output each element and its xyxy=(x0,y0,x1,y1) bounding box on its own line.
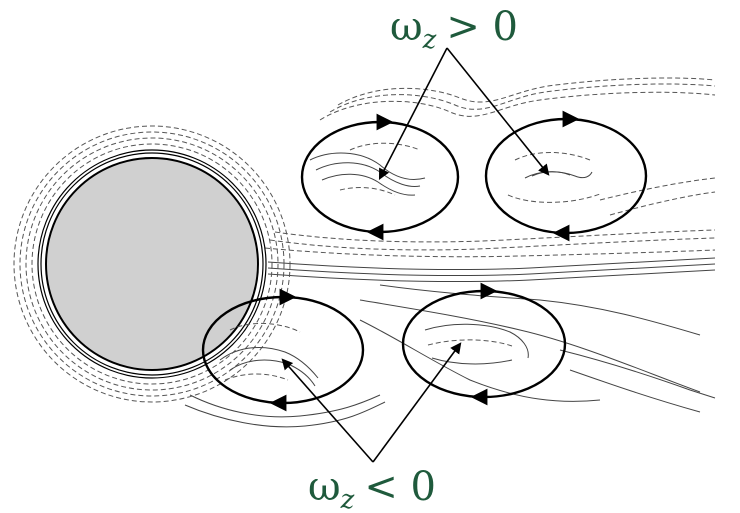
cylinder xyxy=(13,125,291,403)
label-positive-vorticity: ωz > 0 xyxy=(390,4,518,55)
omega-symbol: ω xyxy=(308,464,341,510)
omega-subscript: z xyxy=(340,485,355,513)
pointer-lines-top xyxy=(378,47,550,180)
flow-contours xyxy=(184,77,716,428)
omega-symbol: ω xyxy=(390,4,423,50)
vortex-upper-right xyxy=(484,110,648,242)
svg-text:ωz< 0: ωz < 0 xyxy=(308,464,436,513)
label-negative-vorticity: ωz < 0 xyxy=(308,464,436,513)
omega-subscript: z xyxy=(422,25,437,55)
cylinder-body xyxy=(45,157,259,371)
pointer-lines-bottom xyxy=(281,342,462,463)
vortex-lower-left xyxy=(201,288,365,412)
svg-text:ωz> 0: ωz > 0 xyxy=(390,4,518,55)
vortex-upper-left xyxy=(300,113,460,241)
relation-text: > 0 xyxy=(446,4,518,50)
relation-text: < 0 xyxy=(364,464,436,510)
vortex-lower-right xyxy=(401,282,567,406)
